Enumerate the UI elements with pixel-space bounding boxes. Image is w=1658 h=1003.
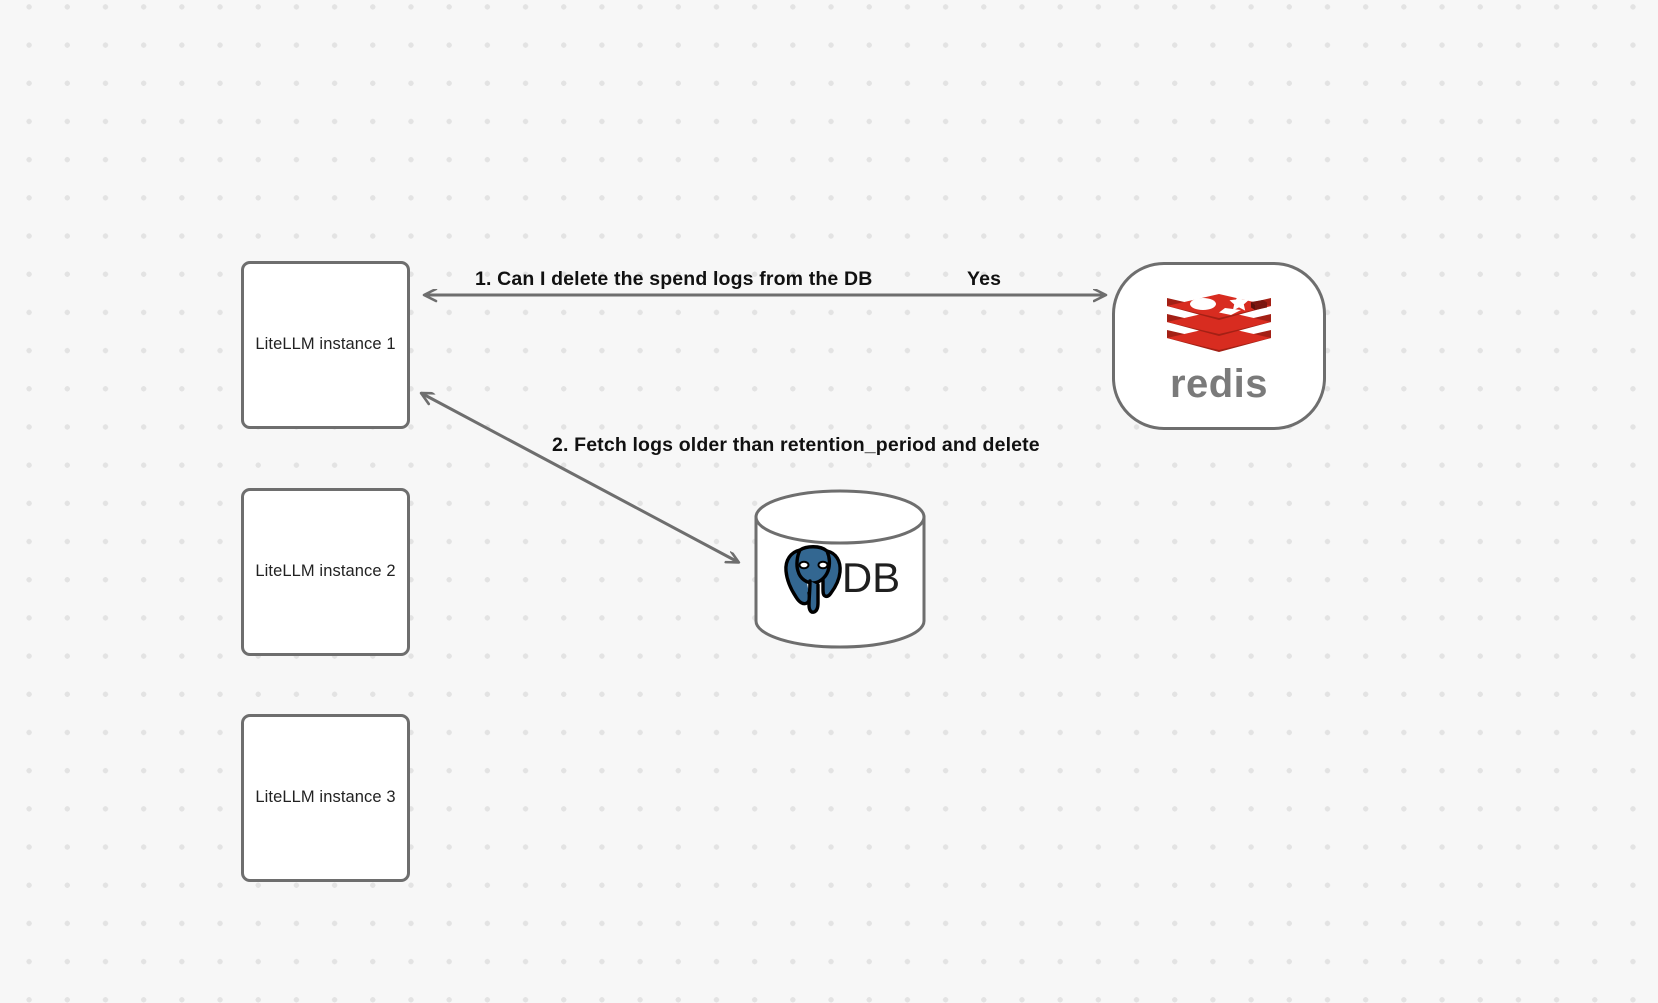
node-label: LiteLLM instance 2: [255, 562, 396, 581]
node-database[interactable]: DB: [753, 489, 927, 649]
edge-db-litellm1: [421, 391, 738, 562]
node-label: LiteLLM instance 3: [255, 788, 396, 807]
db-label: DB: [841, 554, 901, 601]
node-litellm-instance-3[interactable]: LiteLLM instance 3: [241, 714, 410, 882]
redis-wordmark: redis: [1169, 362, 1269, 406]
postgresql-elephant-icon: [784, 545, 842, 614]
cylinder-shape: [754, 489, 926, 649]
edge-label-step-1: 1. Can I delete the spend logs from the …: [475, 268, 873, 290]
node-label: LiteLLM instance 1: [255, 335, 396, 354]
edge-label-yes: Yes: [967, 268, 1002, 290]
redis-logo-icon: [1167, 294, 1271, 352]
node-litellm-instance-2[interactable]: LiteLLM instance 2: [241, 488, 410, 656]
node-redis[interactable]: redis: [1112, 262, 1326, 430]
edge-label-step-2: 2. Fetch logs older than retention_perio…: [552, 434, 1040, 456]
node-litellm-instance-1[interactable]: LiteLLM instance 1: [241, 261, 410, 429]
